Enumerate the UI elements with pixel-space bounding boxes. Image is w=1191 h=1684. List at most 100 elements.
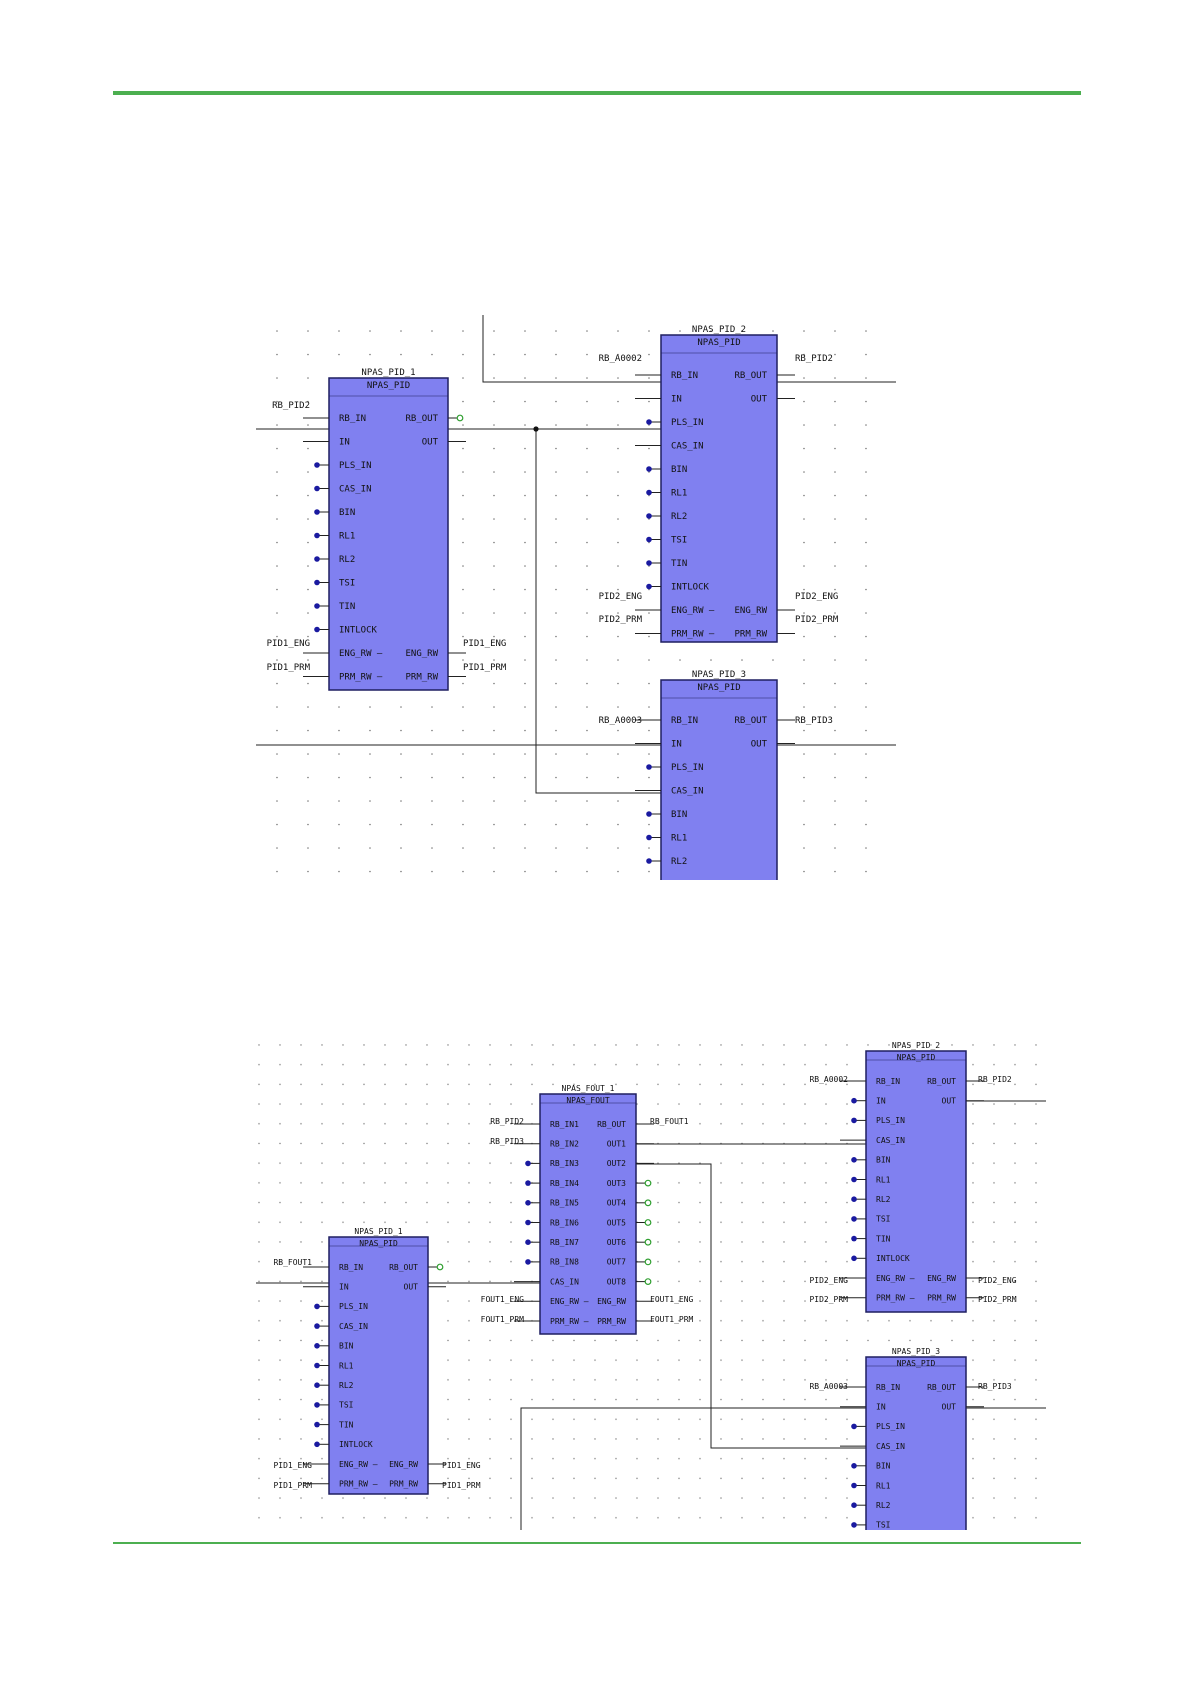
- free-input-marker[interactable]: [314, 1362, 320, 1369]
- input-pin-label: TSI: [876, 1521, 891, 1530]
- output-pin-label: OUT8: [607, 1277, 626, 1286]
- free-input-marker[interactable]: [314, 1421, 320, 1428]
- free-input-marker[interactable]: [525, 1160, 531, 1167]
- input-pin-label: CAS_IN: [876, 1136, 905, 1145]
- free-output-marker[interactable]: [644, 1238, 652, 1246]
- free-output-marker[interactable]: [436, 1263, 444, 1271]
- free-input-marker[interactable]: [851, 1423, 857, 1430]
- input-pin-label: RB_IN: [339, 414, 366, 424]
- free-input-marker[interactable]: [851, 1502, 857, 1508]
- function-block-pid1[interactable]: NPAS_PID_1NPAS_PIDRB_ININPLS_INCAS_INBIN…: [303, 1227, 446, 1495]
- free-input-marker[interactable]: [851, 1482, 857, 1489]
- function-block-fout1[interactable]: NPAS_FOUT_1NPAS_FOUTRB_IN1RB_IN2RB_IN3RB…: [514, 1084, 654, 1335]
- block-body[interactable]: [539, 1093, 637, 1335]
- function-block-pid3[interactable]: NPAS_PID_3NPAS_PIDRB_ININPLS_INCAS_INBIN…: [635, 670, 795, 890]
- free-input-marker[interactable]: [851, 1255, 857, 1262]
- free-input-marker[interactable]: [314, 1402, 320, 1408]
- free-input-marker[interactable]: [314, 1323, 320, 1329]
- free-input-marker[interactable]: [851, 1216, 857, 1222]
- footer-rule: [113, 1542, 1081, 1544]
- free-input-marker[interactable]: [851, 1157, 857, 1163]
- free-input-marker[interactable]: [851, 1117, 857, 1124]
- output-pin-label: PRM_RW: [734, 630, 767, 640]
- input-pin-label: BIN: [876, 1156, 891, 1165]
- free-input-marker[interactable]: [646, 466, 652, 472]
- io-tags: RB_FOUT1 PID1_ENG PID1_PRM PID1_ENG PID1…: [273, 1075, 1016, 1490]
- input-pin-label: BIN: [876, 1462, 891, 1471]
- free-input-marker[interactable]: [646, 513, 652, 519]
- free-input-marker[interactable]: [646, 560, 652, 566]
- free-input-marker[interactable]: [525, 1239, 531, 1245]
- tag-label: PID1_ENG: [442, 1461, 481, 1470]
- input-pin-label: RL1: [671, 834, 687, 844]
- free-input-marker[interactable]: [314, 462, 320, 468]
- free-input-marker[interactable]: [314, 485, 320, 492]
- function-block-pid3[interactable]: NPAS_PID_3NPAS_PIDRB_ININPLS_INCAS_INBIN…: [840, 1347, 984, 1540]
- free-input-marker[interactable]: [525, 1200, 531, 1206]
- input-pin-label: RB_IN4: [550, 1179, 579, 1188]
- free-input-marker[interactable]: [851, 1522, 857, 1528]
- free-input-marker[interactable]: [525, 1180, 531, 1186]
- output-pin-label: RB_OUT: [734, 371, 767, 381]
- free-output-marker[interactable]: [644, 1199, 652, 1207]
- tag-label: PID2_PRM: [809, 1295, 848, 1304]
- function-block-pid2[interactable]: NPAS_PID_2NPAS_PIDRB_ININPLS_INCAS_INBIN…: [635, 325, 795, 643]
- input-pin-label: RB_IN: [876, 1383, 900, 1392]
- free-output-marker[interactable]: [456, 414, 464, 422]
- block-body[interactable]: [328, 377, 449, 691]
- free-input-marker[interactable]: [646, 764, 652, 770]
- input-pin-label: ENG_RW —: [671, 606, 715, 616]
- free-output-marker[interactable]: [644, 1219, 652, 1226]
- free-input-marker[interactable]: [851, 1196, 857, 1202]
- free-input-marker[interactable]: [851, 1463, 857, 1469]
- output-pin-label: ENG_RW: [927, 1274, 956, 1283]
- free-input-marker[interactable]: [646, 536, 652, 543]
- block-body[interactable]: [865, 1356, 967, 1540]
- free-input-marker[interactable]: [314, 579, 320, 586]
- free-input-marker[interactable]: [525, 1219, 531, 1226]
- free-input-marker[interactable]: [314, 1382, 320, 1388]
- block-body[interactable]: [865, 1050, 967, 1313]
- free-input-marker[interactable]: [525, 1259, 531, 1265]
- free-input-marker[interactable]: [851, 1097, 857, 1104]
- input-pin-label: RB_IN1: [550, 1120, 579, 1129]
- free-input-marker[interactable]: [646, 419, 652, 425]
- free-input-marker[interactable]: [314, 1303, 320, 1310]
- output-pin-label: OUT4: [607, 1199, 626, 1208]
- free-input-marker[interactable]: [646, 858, 652, 864]
- block-body[interactable]: [328, 1236, 429, 1495]
- free-input-marker[interactable]: [314, 509, 320, 515]
- block-type: NPAS_PID: [897, 1359, 936, 1368]
- block-body[interactable]: [660, 679, 778, 890]
- free-input-marker[interactable]: [646, 583, 652, 590]
- free-output-marker[interactable]: [644, 1258, 652, 1266]
- free-input-marker[interactable]: [314, 1441, 320, 1448]
- free-input-marker[interactable]: [851, 1235, 857, 1242]
- free-input-marker[interactable]: [646, 811, 652, 817]
- input-pin-label: IN: [339, 1283, 349, 1292]
- free-input-marker[interactable]: [646, 834, 652, 841]
- free-input-marker[interactable]: [314, 603, 320, 609]
- block-instance-name: NPAS_FOUT_1: [562, 1084, 615, 1093]
- tag-label: RB_A0003: [599, 716, 642, 726]
- free-input-marker[interactable]: [314, 556, 320, 562]
- input-pin-label: INTLOCK: [876, 1254, 910, 1263]
- input-pin-label: TIN: [876, 1234, 891, 1243]
- free-input-marker[interactable]: [314, 1343, 320, 1349]
- input-pin-label: PRM_RW —: [671, 630, 715, 640]
- free-output-marker[interactable]: [644, 1179, 652, 1187]
- free-input-marker[interactable]: [314, 626, 320, 633]
- block-instance-name: NPAS_PID_3: [892, 1347, 940, 1356]
- input-pin-label: INTLOCK: [339, 626, 378, 636]
- free-input-marker[interactable]: [851, 1176, 857, 1183]
- input-pin-label: RB_IN6: [550, 1218, 579, 1227]
- output-pin-label: ENG_RW: [734, 606, 767, 616]
- free-input-marker[interactable]: [314, 532, 320, 539]
- free-output-marker[interactable]: [644, 1278, 652, 1285]
- tag-label: FOUT1_PRM: [481, 1315, 525, 1324]
- function-block-pid1[interactable]: NPAS_PID_1NPAS_PIDRB_ININPLS_INCAS_INBIN…: [303, 368, 466, 691]
- input-pin-label: TIN: [671, 559, 687, 569]
- function-block-pid2[interactable]: NPAS_PID_2NPAS_PIDRB_ININPLS_INCAS_INBIN…: [840, 1041, 984, 1313]
- free-input-marker[interactable]: [646, 489, 652, 496]
- block-body[interactable]: [660, 334, 778, 643]
